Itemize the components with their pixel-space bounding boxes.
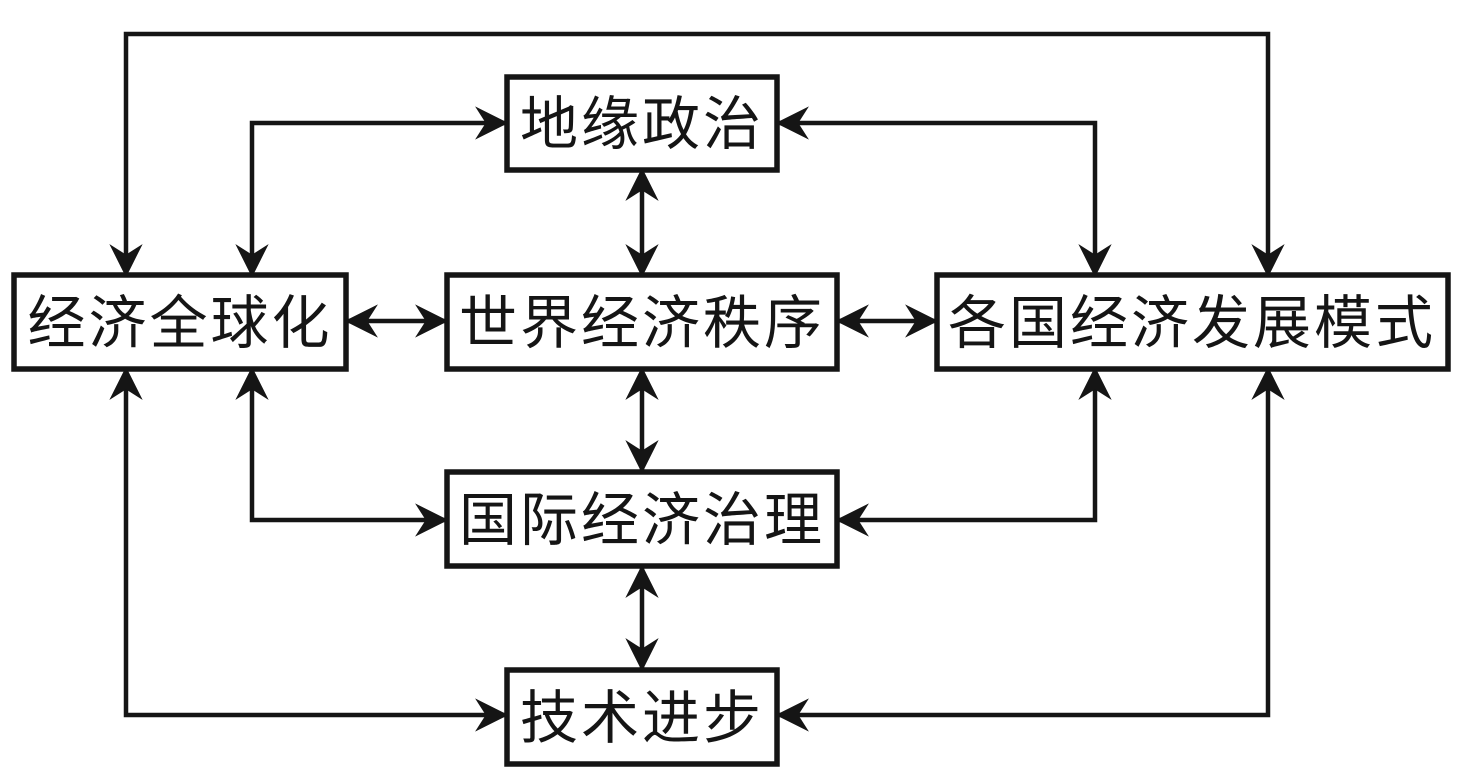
node-technology-label: 技术进步 bbox=[520, 684, 764, 752]
node-development-models-label: 各国经济发展模式 bbox=[948, 289, 1436, 357]
node-technology: 技术进步 bbox=[504, 667, 780, 767]
edge-development-models-technology bbox=[775, 366, 1285, 732]
node-development-models: 各国经济发展模式 bbox=[934, 272, 1451, 372]
node-geopolitics-box bbox=[504, 74, 780, 173]
edge-globalization-technology bbox=[109, 366, 509, 732]
node-geopolitics: 地缘政治 bbox=[504, 74, 780, 173]
edge-globalization-governance bbox=[235, 366, 449, 537]
node-technology-box bbox=[504, 667, 780, 767]
node-globalization-label: 经济全球化 bbox=[27, 289, 332, 357]
edge-globalization-geopolitics bbox=[235, 106, 509, 278]
node-governance-box bbox=[444, 469, 840, 569]
node-governance-label: 国际经济治理 bbox=[459, 486, 825, 554]
node-development-models-box bbox=[934, 272, 1451, 372]
node-world-order-box bbox=[444, 272, 840, 372]
node-geopolitics-label: 地缘政治 bbox=[520, 90, 764, 158]
node-globalization: 经济全球化 bbox=[11, 272, 349, 372]
node-globalization-box bbox=[11, 272, 349, 372]
node-governance: 国际经济治理 bbox=[444, 469, 840, 569]
edge-development-models-governance bbox=[835, 366, 1112, 537]
edge-geopolitics-development-models bbox=[775, 106, 1112, 278]
node-world-order: 世界经济秩序 bbox=[444, 272, 840, 372]
node-world-order-label: 世界经济秩序 bbox=[459, 289, 825, 357]
edge-globalization-development-models-top bbox=[109, 31, 1285, 278]
